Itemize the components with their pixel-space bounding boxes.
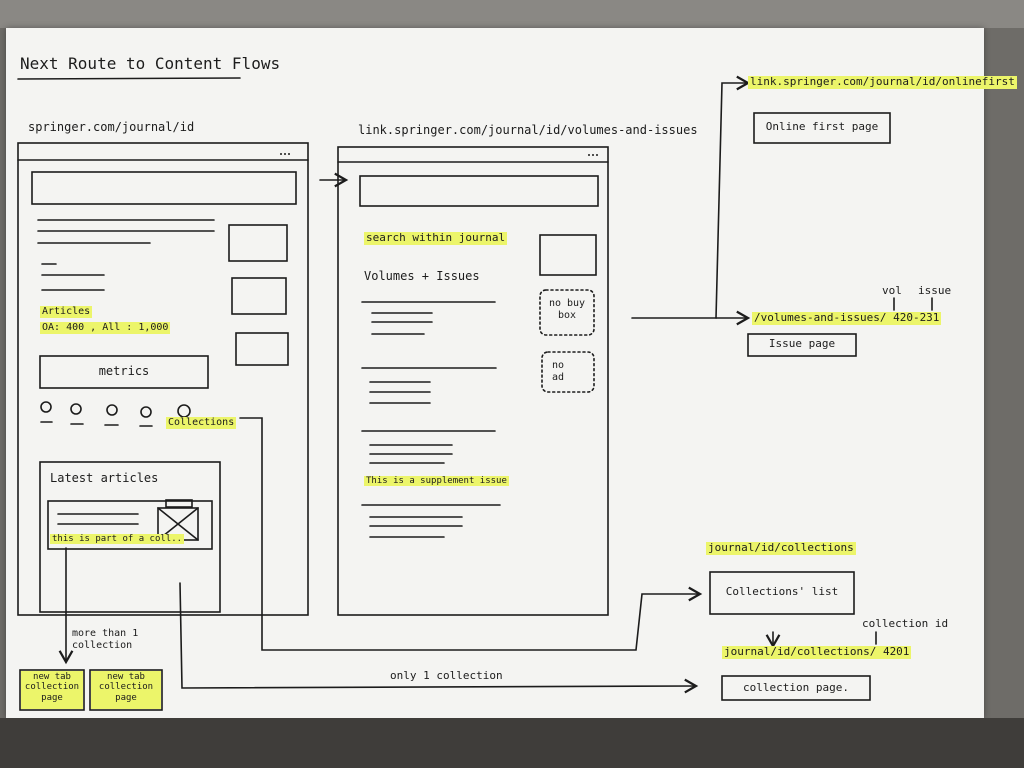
latest-articles-box [39,461,221,613]
arrow-collections-to-list [239,417,703,651]
journal-side-box [228,224,288,262]
background-top [0,0,1024,28]
part-of-collection-note: this is part of a coll.. [50,534,185,545]
collection-page-box [721,675,871,701]
label-vol: vol [882,284,902,297]
new-tab-label-2: new tab collection page [98,672,154,703]
collections-list-box [709,571,855,615]
journal-side-box [231,277,287,315]
volumes-header-box [359,175,599,207]
arrow-only-one-collection [179,582,699,694]
collection-page-label: collection page. [743,681,849,694]
new-tab-highlight-1 [21,671,83,709]
url-collection-path: journal/id/collections/ 4201 [722,645,912,659]
volumes-side-box [539,234,597,276]
title-underline [17,77,241,80]
new-tab-box-1 [19,669,85,711]
new-tab-label-1: new tab collection page [24,672,80,703]
url-journal: springer.com/journal/id [28,120,195,134]
issue-page-label: Issue page [768,337,836,350]
articles-title: Articles [40,306,93,318]
journal-side-box [235,332,289,366]
articles-counts: OA: 400 , All : 1,000 [40,322,171,334]
volumes-title: Volumes + Issues [364,269,480,283]
arrow-to-onlinefirst [631,75,751,319]
diagram-title: Next Route to Content Flows [20,54,281,73]
journal-icon [70,403,82,415]
issue-page-box [747,333,857,357]
journal-header-box [31,171,297,205]
no-buy-box-label: no buy box [548,298,586,321]
url-onlinefirst: link.springer.com/journal/id/onlinefirst [748,75,1017,89]
flow-only-one: only 1 collection [390,669,503,682]
no-ad-placeholder [541,351,595,393]
search-within-journal: search within journal [364,231,508,245]
new-tab-highlight-2 [91,671,161,709]
volumes-wireframe-frame [337,146,609,616]
online-first-label: Online first page [765,120,879,133]
journal-icon [106,404,118,416]
journal-icon [140,406,152,418]
online-first-box [753,112,891,144]
collections-icon [177,404,191,418]
no-buy-box-placeholder [539,289,595,336]
flow-more-than-one: more than 1 collection [72,628,139,651]
background-bottom [0,718,1024,768]
collections-label: Collections [166,417,237,429]
url-issue-path: /volumes-and-issues/ 420-231 [752,311,942,325]
journal-icon [40,401,52,413]
new-tab-box-2 [89,669,163,711]
metrics-box [39,355,209,389]
label-collection-id: collection id [862,617,949,630]
latest-article-card [47,500,213,550]
supplement-note: This is a supplement issue [364,476,509,487]
url-collections: journal/id/collections [706,541,856,555]
latest-articles-title: Latest articles [50,471,159,485]
collections-list-label: Collections' list [725,585,839,598]
no-ad-label: no ad [551,360,565,383]
journal-wireframe-frame [17,142,309,616]
url-volumes: link.springer.com/journal/id/volumes-and… [358,123,698,137]
label-issue: issue [918,284,952,297]
metrics-label: metrics [98,364,150,378]
